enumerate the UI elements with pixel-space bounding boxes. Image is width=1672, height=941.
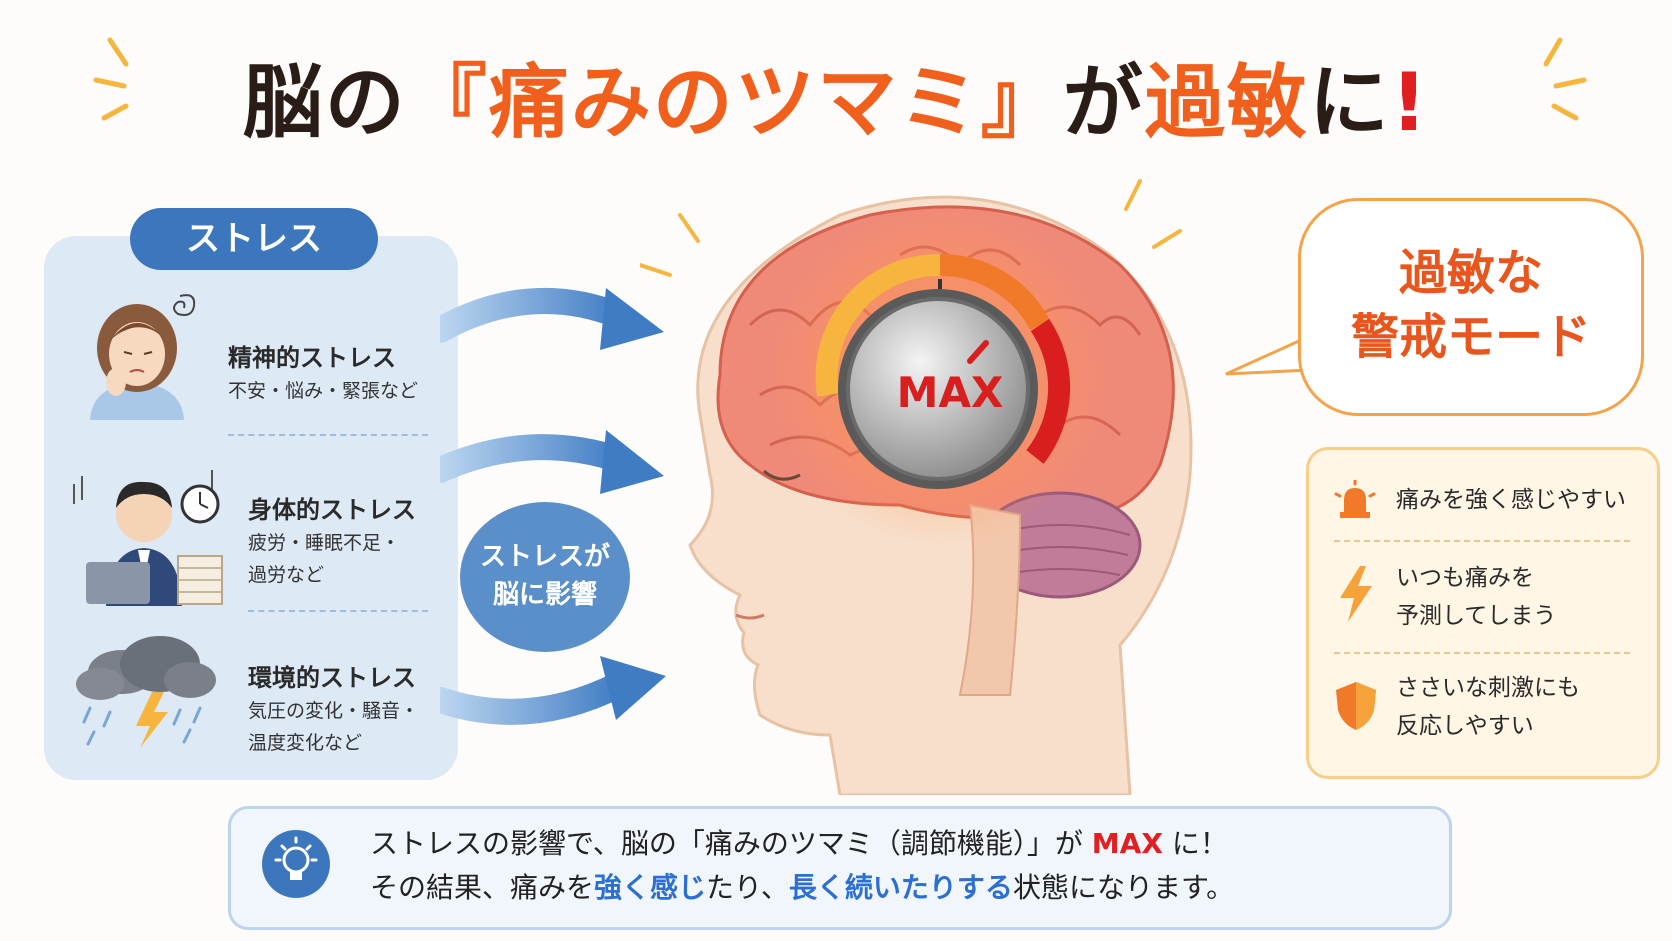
- summary-text: たり、: [706, 871, 789, 904]
- effect-text-2b: 予測してしまう: [1396, 603, 1557, 629]
- divider: [1334, 652, 1630, 654]
- title-part6: !: [1390, 56, 1430, 149]
- summary-text: に！: [1171, 827, 1228, 860]
- stress-item-desc-2b: 過労など: [248, 564, 325, 586]
- stress-item-desc-3a: 気圧の変化・騒音・: [248, 700, 420, 722]
- effect-text-3a: ささいな刺激にも: [1396, 675, 1580, 701]
- alert-mode-bubble: 過敏な 警戒モード: [1298, 198, 1644, 416]
- stress-item-desc-1: 不安・悩み・緊張など: [228, 380, 419, 402]
- summary-text: ストレスの影響で、脳の「痛みのツマミ（調節機能）」が: [370, 827, 1083, 860]
- title-part3: が: [1062, 56, 1145, 149]
- dial-pointer: [967, 340, 989, 364]
- summary-text: 状態になります。: [1012, 871, 1235, 904]
- effect-text-2a: いつも痛みを: [1396, 565, 1534, 591]
- divider: [248, 610, 428, 612]
- influence-line1: ストレスが: [479, 542, 610, 572]
- storm-cloud-icon: [76, 636, 216, 748]
- divider: [1334, 540, 1630, 542]
- page-title: 脳の『痛みのツマミ』が過敏に!: [0, 38, 1672, 154]
- sparkle-left-icon: [93, 37, 129, 121]
- effect-text-3b: 反応しやすい: [1396, 713, 1534, 739]
- stress-item-desc-3b: 温度変化など: [248, 732, 363, 754]
- stress-label: ストレス: [130, 208, 378, 270]
- arrow-icon: [440, 430, 664, 494]
- worried-woman-icon: [90, 294, 196, 420]
- summary-text: その結果、痛みを: [370, 871, 595, 904]
- arrow-icon: [440, 287, 664, 350]
- arrows-group: [440, 287, 666, 725]
- sparkle-right-icon: [1543, 37, 1587, 121]
- dial-scale: [815, 253, 1071, 464]
- title-part4: 過敏: [1144, 56, 1309, 149]
- summary-box: [228, 806, 1452, 930]
- lightbulb-icon: [274, 836, 318, 880]
- title-part1: 脳の: [242, 56, 407, 149]
- summary-max: MAX: [1091, 827, 1163, 860]
- effect-text-1: 痛みを強く感じやすい: [1396, 487, 1626, 513]
- title-part5: に: [1308, 56, 1391, 149]
- influence-line2: 脳に影響: [492, 580, 597, 610]
- summary-emphasis: 強く感じ: [594, 871, 707, 904]
- divider: [228, 434, 428, 436]
- stress-item-title-1: 精神的ストレス: [228, 344, 396, 372]
- closed-eye: [763, 469, 801, 481]
- summary-emphasis: 長く続いたりする: [788, 871, 1013, 904]
- summary-line2: その結果、痛みを強く感じたり、長く続いたりする状態になります。: [370, 866, 1234, 910]
- influence-bubble: ストレスが 脳に影響: [460, 502, 630, 652]
- alert-line1: 過敏な: [1398, 245, 1543, 301]
- lightning-icon: [1340, 566, 1372, 622]
- stress-item-title-3: 環境的ストレス: [248, 664, 416, 692]
- shield-icon: [1336, 682, 1376, 730]
- head-brain-illustration: [640, 179, 1193, 795]
- stress-item-desc-2a: 疲労・睡眠不足・: [248, 532, 401, 554]
- summary-line1: ストレスの影響で、脳の「痛みのツマミ（調節機能）」が MAX に！: [370, 822, 1228, 866]
- title-part2: 『痛みのツマミ』: [406, 56, 1063, 149]
- dial-label: MAX: [896, 368, 1004, 417]
- arrow-icon: [440, 656, 666, 725]
- lightbulb-badge: [262, 830, 330, 898]
- tired-worker-icon: [73, 470, 223, 606]
- lips: [735, 613, 765, 620]
- stress-item-title-2: 身体的ストレス: [248, 496, 416, 524]
- alarm-bell-icon: [1334, 480, 1376, 518]
- alert-line2: 警戒モード: [1350, 309, 1591, 365]
